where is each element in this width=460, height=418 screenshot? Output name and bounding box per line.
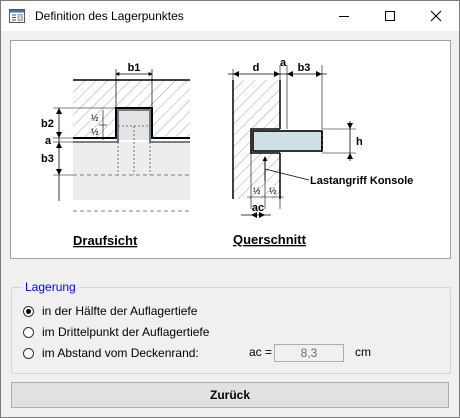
plan-view: b1 b2 a b3 ½ ½ Draufsic [41, 62, 190, 248]
cross-section: d a b3 h Lastangriff Konsole ½ [228, 57, 413, 247]
minimize-button[interactable] [321, 1, 367, 31]
back-button[interactable]: Zurück [11, 382, 449, 408]
section-half-left: ½ [253, 186, 261, 196]
maximize-button[interactable] [367, 1, 413, 31]
ac-unit-label: cm [355, 345, 371, 359]
section-half-right: ½ [269, 186, 277, 196]
option-half-depth-label: in der Hälfte der Auflagertiefe [42, 304, 198, 318]
section-label-b3: b3 [298, 62, 311, 74]
section-load-label: Lastangriff Konsole [310, 175, 413, 187]
plan-slab [73, 142, 190, 200]
close-button[interactable] [413, 1, 459, 31]
minimize-icon [339, 16, 349, 17]
plan-label-a: a [45, 135, 52, 147]
radio-third-point[interactable] [23, 326, 34, 338]
plan-label-b2: b2 [41, 118, 54, 130]
window-title: Definition des Lagerpunktes [35, 9, 184, 23]
option-edge-distance-label: im Abstand vom Deckenrand: [42, 346, 199, 360]
option-third-point[interactable]: im Drittelpunkt der Auflagertiefe [23, 324, 209, 340]
option-half-depth[interactable]: in der Hälfte der Auflagertiefe [23, 303, 197, 319]
support-drawing: b1 b2 a b3 ½ ½ Draufsic [41, 57, 413, 248]
plan-label-b1: b1 [128, 62, 141, 74]
section-console [252, 130, 323, 152]
plan-half-bottom: ½ [91, 127, 99, 137]
section-label-h: h [356, 136, 363, 148]
option-edge-distance[interactable]: im Abstand vom Deckenrand: [23, 345, 199, 361]
section-caption: Querschnitt [233, 232, 307, 247]
support-drawing-panel: b1 b2 a b3 ½ ½ Draufsic [10, 40, 451, 259]
lagerung-legend: Lagerung [22, 280, 79, 294]
plan-view-caption: Draufsicht [73, 233, 138, 248]
section-label-a: a [280, 57, 287, 69]
section-label-ac: ac [252, 202, 264, 214]
plan-label-b3: b3 [41, 153, 54, 165]
section-label-d: d [253, 62, 260, 74]
form-window-icon [9, 9, 25, 23]
ac-input[interactable] [274, 344, 344, 362]
lagerung-group: Lagerung [11, 280, 451, 374]
radio-edge-distance[interactable] [23, 347, 34, 359]
maximize-icon [385, 11, 395, 21]
title-bar: Definition des Lagerpunktes [1, 1, 459, 31]
radio-half-depth[interactable] [23, 305, 34, 317]
close-icon [430, 10, 442, 22]
ac-label: ac = [249, 345, 273, 359]
plan-half-top: ½ [91, 113, 99, 123]
option-third-point-label: im Drittelpunkt der Auflagertiefe [42, 325, 210, 339]
